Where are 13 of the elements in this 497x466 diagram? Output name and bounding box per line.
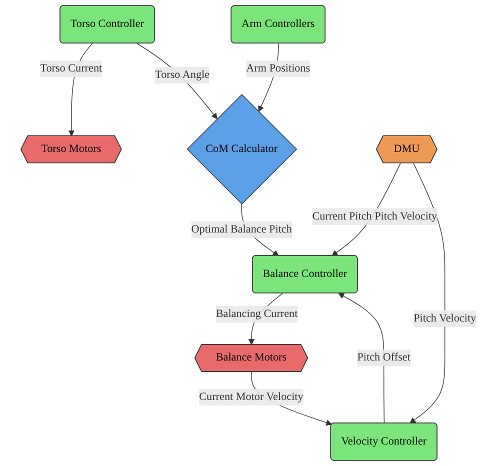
edge-label: Torso Angle [155, 69, 210, 81]
edge-label: Balancing Current [216, 308, 298, 320]
edge-label: Arm Positions [246, 62, 310, 74]
arrow [136, 43, 218, 120]
node-diamond: CoM Calculator [186, 94, 298, 204]
edge-label: Torso Current [40, 62, 102, 74]
edge-label: Current Pitch Pitch Velocity [312, 210, 438, 222]
edge-label: Pitch Offset [357, 352, 410, 364]
edge-label: Pitch Velocity [414, 312, 476, 324]
edge-label: Optimal Balance Pitch [191, 223, 292, 236]
edge-label: Current Motor Velocity [199, 390, 304, 403]
arrow [410, 162, 446, 424]
arrow [338, 293, 385, 424]
